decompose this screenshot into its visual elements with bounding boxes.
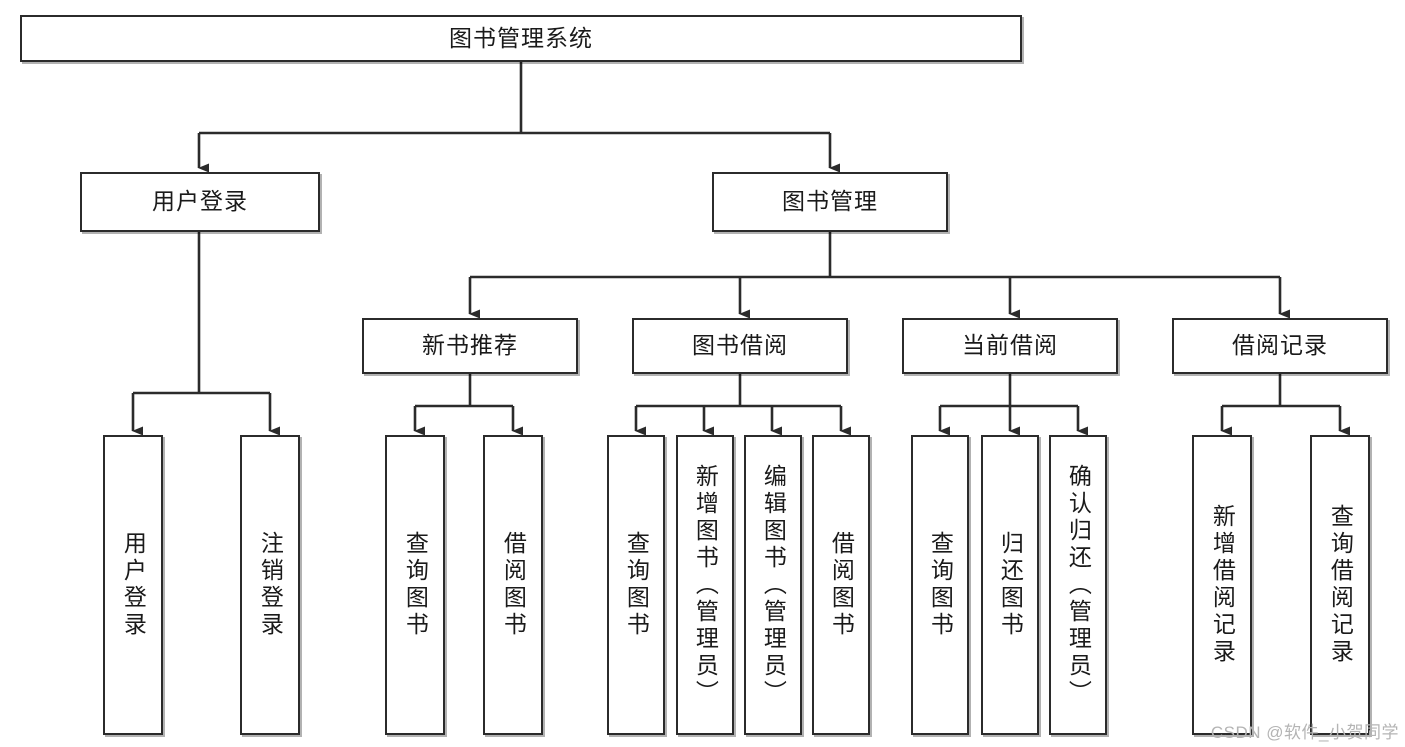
node-user-login[interactable]: 用户登录 (80, 172, 320, 232)
node-new-book-recommend[interactable]: 新书推荐 (362, 318, 578, 374)
leaf-label: 新增图书（管理员） (692, 463, 719, 707)
leaf-label: 注销登录 (257, 531, 284, 639)
leaf-recommend-query-book[interactable]: 查询图书 (385, 435, 445, 735)
leaf-current-query-book[interactable]: 查询图书 (911, 435, 969, 735)
leaf-borrow-query-book[interactable]: 查询图书 (607, 435, 665, 735)
csdn-watermark: CSDN @软件_小贺同学 (1210, 723, 1399, 742)
leaf-label: 查询图书 (402, 531, 429, 639)
node-current-borrow[interactable]: 当前借阅 (902, 318, 1118, 374)
leaf-label: 编辑图书（管理员） (760, 463, 787, 707)
leaf-user-login-signout[interactable]: 注销登录 (240, 435, 300, 735)
leaf-label: 确认归还（管理员） (1065, 463, 1092, 707)
leaf-record-add-record[interactable]: 新增借阅记录 (1192, 435, 1252, 735)
leaf-borrow-add-book-admin[interactable]: 新增图书（管理员） (676, 435, 734, 735)
leaf-label: 新增借阅记录 (1209, 504, 1236, 666)
leaf-label: 归还图书 (997, 531, 1024, 639)
leaf-user-login-signin[interactable]: 用户登录 (103, 435, 163, 735)
leaf-label: 查询借阅记录 (1327, 504, 1354, 666)
leaf-label: 用户登录 (120, 531, 147, 639)
leaf-record-query-record[interactable]: 查询借阅记录 (1310, 435, 1370, 735)
node-book-management[interactable]: 图书管理 (712, 172, 948, 232)
leaf-label: 查询图书 (623, 531, 650, 639)
node-root-system[interactable]: 图书管理系统 (20, 15, 1022, 62)
leaf-borrow-borrow-book[interactable]: 借阅图书 (812, 435, 870, 735)
node-borrow-record[interactable]: 借阅记录 (1172, 318, 1388, 374)
leaf-label: 借阅图书 (828, 531, 855, 639)
leaf-borrow-edit-book-admin[interactable]: 编辑图书（管理员） (744, 435, 802, 735)
leaf-current-confirm-return-admin[interactable]: 确认归还（管理员） (1049, 435, 1107, 735)
leaf-recommend-borrow-book[interactable]: 借阅图书 (483, 435, 543, 735)
node-book-borrow[interactable]: 图书借阅 (632, 318, 848, 374)
leaf-label: 查询图书 (927, 531, 954, 639)
leaf-current-return-book[interactable]: 归还图书 (981, 435, 1039, 735)
leaf-label: 借阅图书 (500, 531, 527, 639)
